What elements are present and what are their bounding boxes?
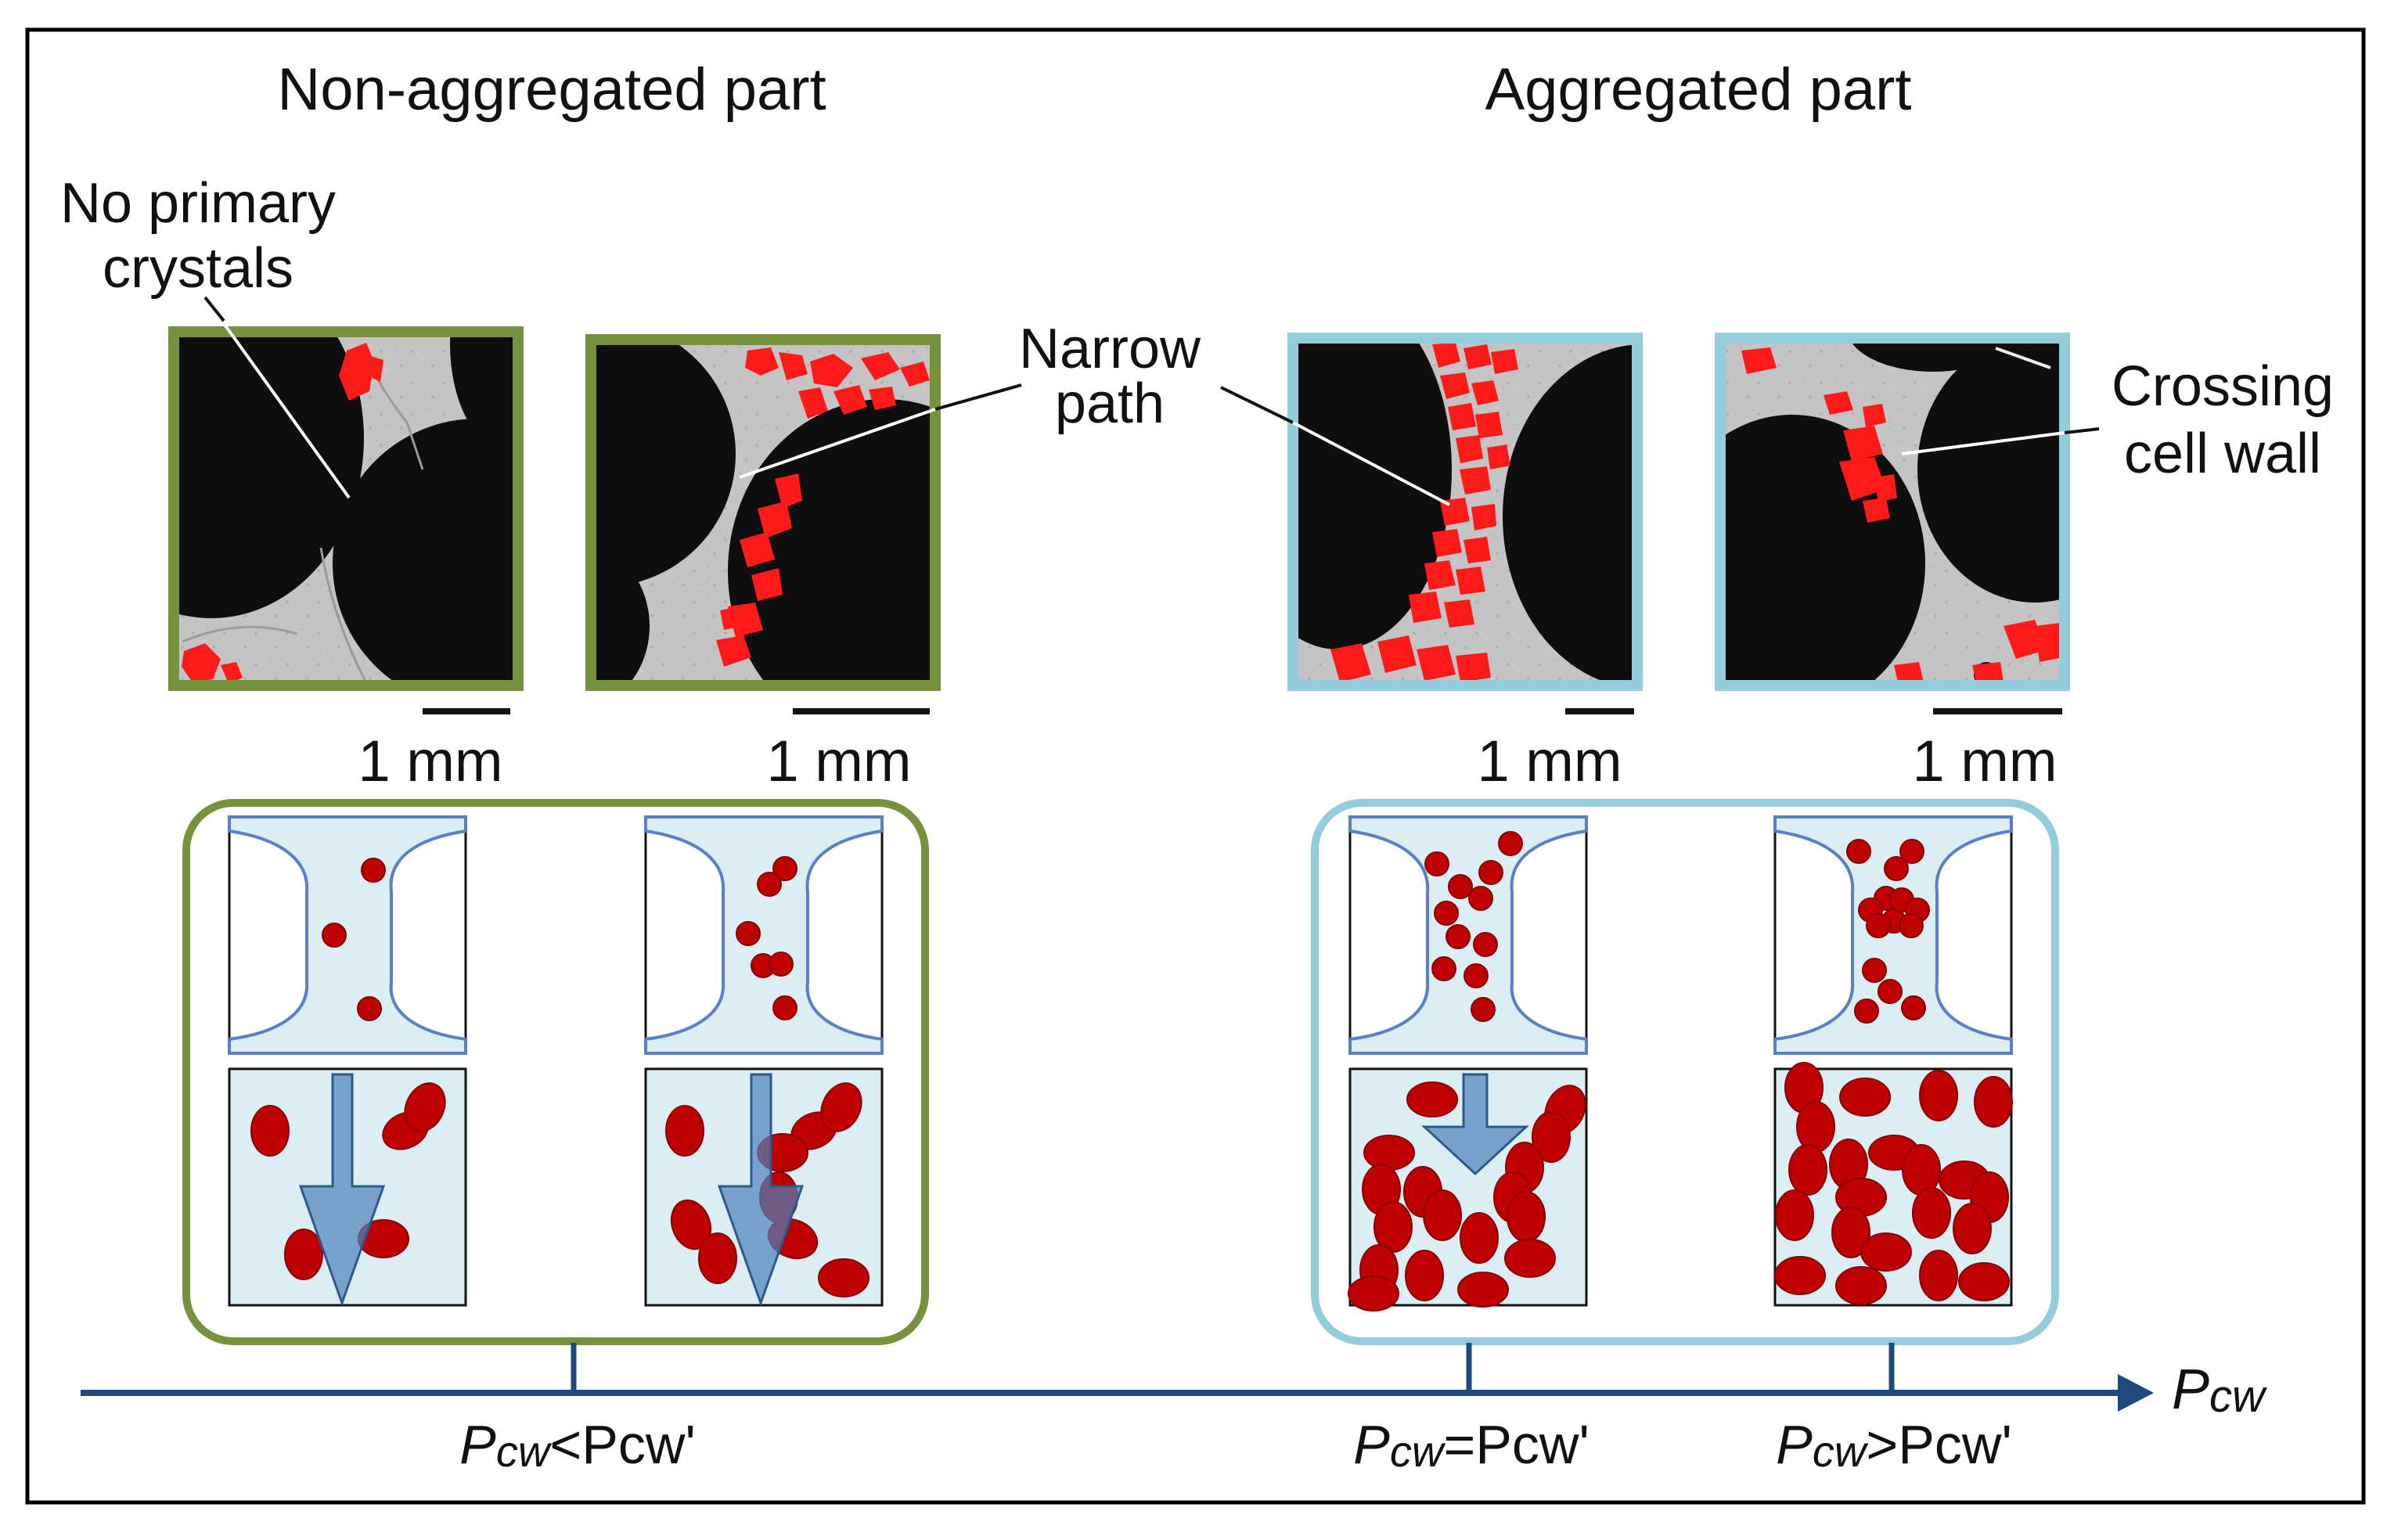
micrograph-frame	[168, 326, 524, 691]
tick-label-equal: Pcw=Pcw'	[1353, 1414, 1590, 1476]
scale-bar-label: 1 mm	[1478, 729, 1622, 793]
leader-line	[1292, 421, 1450, 506]
tick-label-lower: Pcw<Pcw'	[459, 1414, 696, 1476]
micrograph-3	[1287, 333, 1643, 691]
schematic-flow-4	[1773, 1062, 2013, 1307]
label-narrow-path: path	[1055, 372, 1165, 435]
leader-line	[2064, 427, 2100, 434]
leader-line	[203, 296, 351, 499]
red-crystal	[716, 347, 930, 667]
axis-arrow-head	[2118, 1374, 2154, 1412]
flow-arrow	[1421, 1073, 1529, 1176]
micrograph-frame	[1715, 333, 2070, 691]
tick-label-higher: Pcw>Pcw'	[1776, 1414, 2012, 1476]
schematic-flow-3	[1348, 1067, 1588, 1312]
crystal	[1846, 839, 1930, 1024]
red-crystal	[182, 343, 383, 684]
crystal	[250, 1082, 446, 1280]
red-crystal	[1330, 343, 1518, 682]
red-crystal	[1741, 347, 2063, 685]
schematic-flow-1	[228, 1067, 467, 1307]
heading-non-aggregated: Non-aggregated part	[277, 56, 826, 123]
micrograph-frame	[585, 334, 941, 691]
flow-arrow	[717, 1073, 805, 1307]
crystal	[1348, 1081, 1586, 1312]
micrograph-2	[585, 334, 941, 691]
heading-aggregated: Aggregated part	[1485, 56, 1911, 123]
flow-arrow	[298, 1073, 386, 1307]
scale-bar-label: 1 mm	[767, 729, 912, 793]
leader-line	[739, 408, 936, 479]
schematic-cross-section-3	[1348, 815, 1588, 1055]
leader-line	[1901, 431, 2065, 455]
schematic-flow-2	[644, 1067, 884, 1307]
scale-bar-label: 1 mm	[1913, 729, 2058, 793]
label-no-primary-crystals: No primary	[60, 172, 336, 235]
label-narrow-path: Narrow	[1019, 318, 1201, 380]
micrograph-4	[1715, 333, 2070, 691]
label-no-primary-crystals: crystals	[103, 237, 293, 300]
crystal	[736, 856, 797, 1020]
label-crossing-cell-wall: cell wall	[2124, 423, 2321, 485]
crystal	[1424, 831, 1523, 1022]
schematic-cross-section-2	[644, 815, 884, 1055]
label-crossing-cell-wall: Crossing	[2112, 355, 2334, 418]
crystal	[322, 858, 386, 1021]
leader-line	[203, 296, 225, 322]
leader-line	[1220, 386, 1294, 424]
crystal	[1774, 1062, 2013, 1305]
schematic-cross-section-1	[228, 815, 467, 1055]
scale-bar-label: 1 mm	[358, 729, 503, 793]
axis-label: Pcw	[2172, 1358, 2267, 1422]
micrograph-frame	[1287, 333, 1643, 691]
micrograph-1	[168, 326, 524, 691]
schematic-cross-section-4	[1773, 815, 2013, 1055]
pcw-axis	[81, 1343, 2154, 1412]
leader-line	[934, 383, 1022, 411]
